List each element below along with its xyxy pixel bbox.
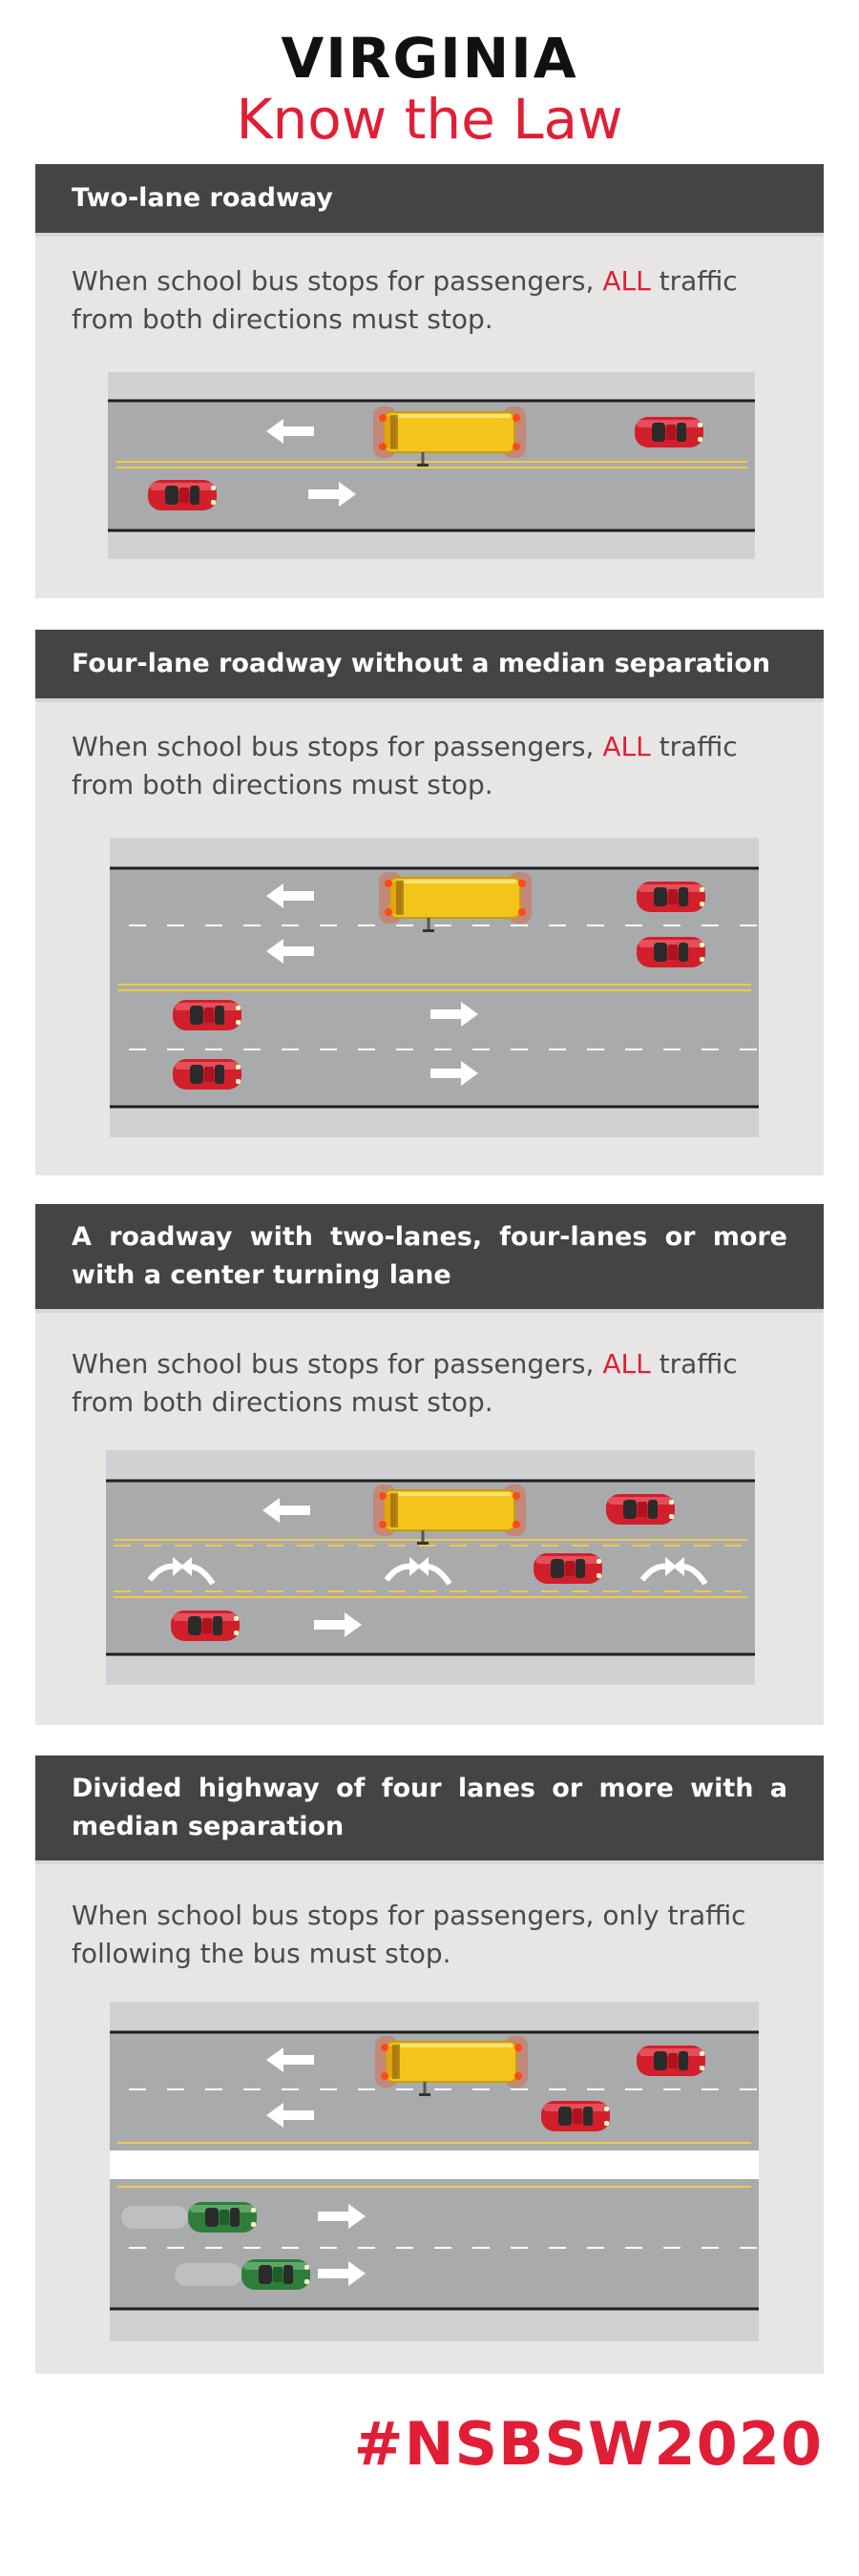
all-highlight: ALL	[602, 265, 651, 297]
state-title: VIRGINIA	[281, 26, 578, 91]
red-car-icon	[606, 1494, 675, 1525]
section-description: When school bus stops for passengers, AL…	[72, 1348, 738, 1418]
center-turn-lane-diagram	[106, 1450, 755, 1685]
red-car-icon	[173, 1059, 241, 1090]
four-lane-diagram	[110, 838, 759, 1137]
section-title: Divided highway of four lanes or more wi…	[35, 1755, 824, 1864]
red-car-icon	[637, 882, 705, 912]
red-car-icon	[635, 417, 703, 447]
two-lane-diagram	[108, 372, 755, 559]
section-title: Four-lane roadway without a median separ…	[35, 630, 824, 702]
red-car-icon	[637, 937, 705, 967]
hashtag: #NSBSW2020	[353, 2409, 823, 2479]
all-highlight: ALL	[602, 1348, 651, 1380]
page-subtitle: Know the Law	[236, 87, 623, 152]
section-description: When school bus stops for passengers, AL…	[72, 265, 738, 335]
red-car-icon	[637, 2046, 705, 2076]
red-car-icon	[148, 480, 217, 510]
divided-highway-diagram	[110, 2002, 759, 2341]
section-center-turning-lane: A roadway with two-lanes, four-lanes or …	[35, 1204, 824, 1725]
red-car-icon	[541, 2101, 610, 2131]
red-car-icon	[171, 1610, 240, 1641]
all-highlight: ALL	[602, 731, 651, 762]
section-four-lane: Four-lane roadway without a median separ…	[35, 630, 824, 1175]
section-description: When school bus stops for passengers, AL…	[72, 731, 738, 800]
red-car-icon	[534, 1553, 602, 1584]
section-title: Two-lane roadway	[35, 164, 824, 237]
section-description: When school bus stops for passengers, on…	[72, 1900, 746, 1969]
section-divided-highway: Divided highway of four lanes or more wi…	[35, 1755, 824, 2374]
section-two-lane: Two-lane roadway When school bus stops f…	[35, 164, 824, 598]
red-car-icon	[173, 1000, 241, 1030]
section-title: A roadway with two-lanes, four-lanes or …	[35, 1204, 824, 1313]
